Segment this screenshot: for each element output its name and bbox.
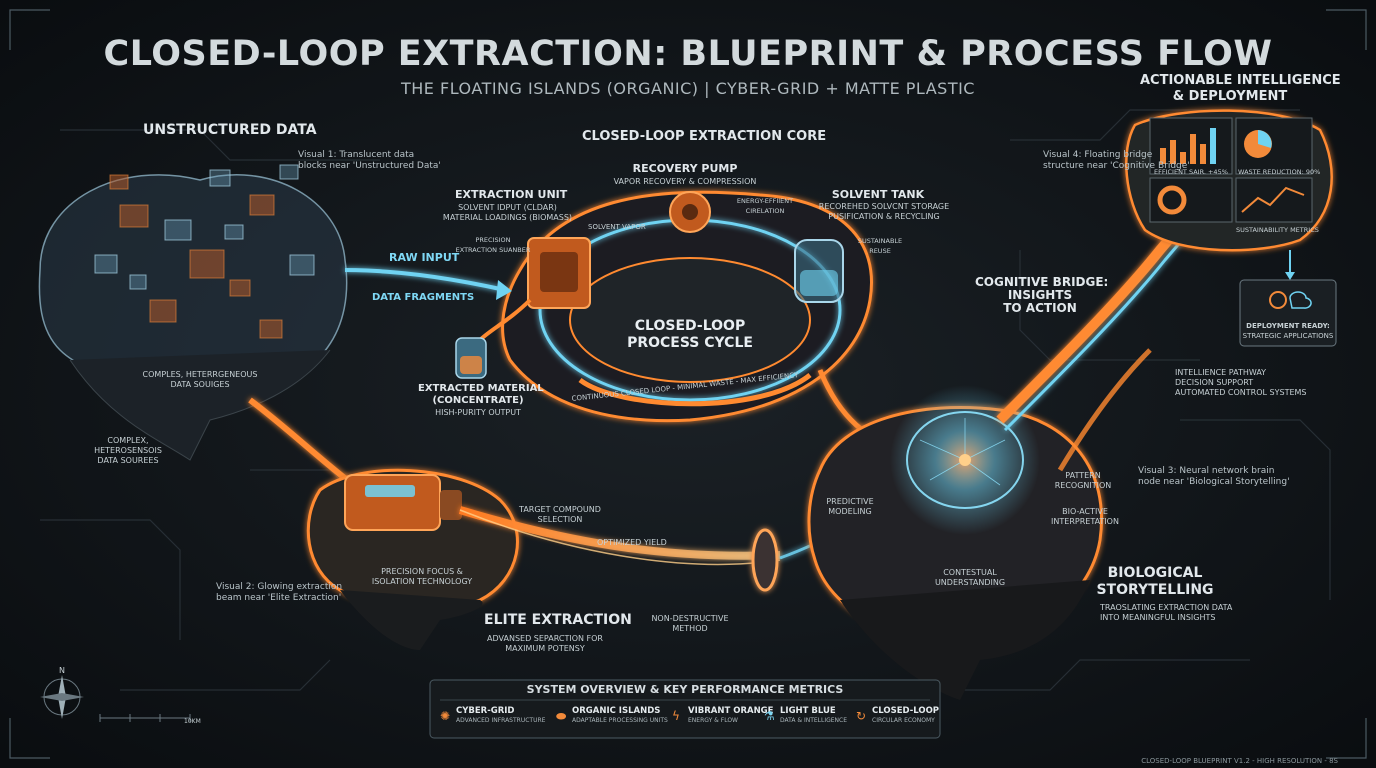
waste-metric: WASTE REDUCTION: 90%: [1238, 167, 1320, 177]
extraction-unit-lines: SOLVENT IDPUT (CLDAR)MATERIAL LOADINGS (…: [440, 203, 575, 223]
recovery-pump-sub: VAPOR RECOVERY & COMPRESSION: [600, 177, 770, 187]
footer-text: CLOSED-LOOP BLUEPRINT V1.2 - HIGH RESOLU…: [1141, 757, 1338, 765]
unstructured-title: UNSTRUCTURED DATA: [143, 122, 317, 138]
solvent-vapor-label: SOLVENT VAPOR: [588, 222, 646, 232]
sustainability-metric: SUSTAINABILITY METRICS: [1236, 225, 1319, 235]
efficiency-metric: EFFICIENT SAIR. +45%: [1154, 167, 1228, 177]
page-title: CLOSED-LOOP EXTRACTION: BLUEPRINT & PROC…: [0, 34, 1376, 74]
kpi-title: SYSTEM OVERVIEW & KEY PERFORMANCE METRIC…: [430, 683, 940, 696]
extracted-material-title: EXTRACTED MATERIAL(CONCENTRATE): [418, 383, 538, 407]
extracted-material-sub: HISH-PURITY OUTPUT: [428, 408, 528, 418]
data-fragments-label: DATA FRAGMENTS: [372, 292, 474, 303]
elite-extraction-title: ELITE EXTRACTION: [484, 612, 632, 628]
recovery-pump-title: RECOVERY PUMP: [620, 162, 750, 175]
flask-icon: ⚗: [764, 709, 775, 723]
bolt-icon: ϟ: [672, 709, 680, 723]
scale-label: 10km: [184, 717, 201, 727]
gear-icon: ✺: [440, 709, 450, 723]
deployment-label: DEPLOYMENT READY:STRATEGIC APPLICATIONS: [1240, 321, 1336, 341]
optimized-yield-label: OPTIMIZED YIELD: [597, 538, 667, 548]
island-icon: ⬬: [556, 709, 566, 724]
precision-focus-label: PRECISION FOCUS &ISOLATION TECHNOLOGY: [362, 567, 482, 587]
actionable-title: ACTIONABLE INTELLIGENCE& DEPLOYMENT: [1140, 73, 1320, 105]
compass-north: N: [59, 666, 65, 676]
cycle-icon: ↻: [856, 709, 866, 723]
core-title: CLOSED-LOOP EXTRACTION CORE: [582, 129, 826, 144]
solvent-tank-title: SOLVENT TANK: [828, 188, 928, 201]
extraction-unit-title: EXTRACTION UNIT: [455, 188, 565, 201]
